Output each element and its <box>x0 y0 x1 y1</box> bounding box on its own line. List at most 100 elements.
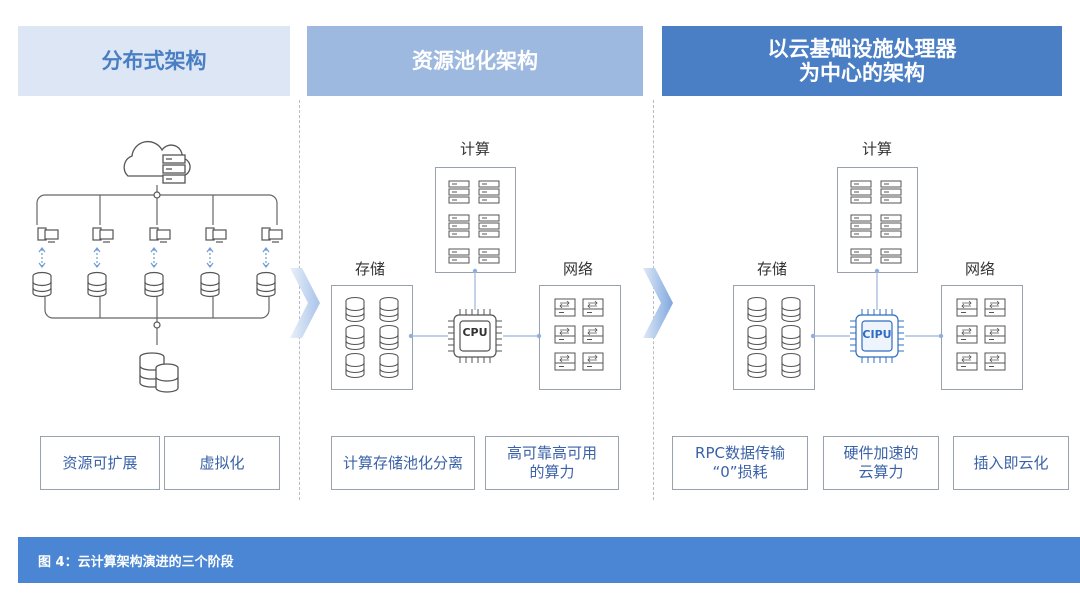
database-icon <box>32 271 52 298</box>
bidirectional-arrow-icon <box>262 247 270 268</box>
server-unit-icon <box>850 188 872 196</box>
header-distributed-text: 分布式架构 <box>101 49 207 73</box>
computer-icon <box>37 227 59 243</box>
storage-label: 存储 <box>756 260 787 278</box>
server-unit-icon <box>880 180 902 188</box>
cloud-diagram <box>747 180 1006 379</box>
header-pooled-text: 资源池化架构 <box>412 49 538 73</box>
database-icon <box>144 271 164 298</box>
header-cloud-infra: 以云基础设施处理器 为中心的架构 <box>662 26 1062 96</box>
server-unit-icon <box>478 248 500 256</box>
server-unit-icon <box>448 248 470 256</box>
server-unit-icon <box>880 196 902 204</box>
feature-plug-and-cloud: 插入即云化 <box>953 436 1069 490</box>
network-switch-icon <box>582 298 604 317</box>
database-icon <box>345 324 365 351</box>
header-pooled: 资源池化架构 <box>307 26 643 96</box>
server-unit-icon <box>478 214 500 222</box>
bidirectional-arrow-icon <box>93 247 101 268</box>
feature-text: 高可靠高可用 <box>506 444 597 462</box>
database-icon <box>747 324 767 351</box>
server-unit-icon <box>448 196 470 204</box>
database-icon <box>781 296 801 323</box>
feature-text: 虚拟化 <box>199 453 245 472</box>
database-icon <box>781 352 801 379</box>
database-icon <box>87 271 107 298</box>
server-unit-icon <box>850 180 872 188</box>
server-unit-icon <box>448 188 470 196</box>
cpu-chip-label: CPU <box>462 326 488 339</box>
database-icon <box>345 352 365 379</box>
feature-text: 硬件加速的 <box>843 444 919 462</box>
feature-text: 云算力 <box>858 463 904 481</box>
feature-text: 插入即云化 <box>973 453 1049 472</box>
feature-text: “0”损耗 <box>712 463 768 481</box>
server-unit-icon <box>880 222 902 230</box>
server-unit-icon <box>880 256 902 264</box>
compute-label: 计算 <box>861 140 892 158</box>
server-unit-icon <box>850 214 872 222</box>
feature-virtualization: 虚拟化 <box>164 436 280 490</box>
header-distributed: 分布式架构 <box>18 26 290 96</box>
server-unit-icon <box>478 196 500 204</box>
feature-text: RPC数据传输 <box>695 444 785 462</box>
server-unit-icon <box>850 248 872 256</box>
database-icon <box>747 296 767 323</box>
caption-text: 图 4：云计算架构演进的三个阶段 <box>38 554 234 570</box>
server-unit-icon <box>478 230 500 238</box>
chevron-right-icon <box>643 268 673 338</box>
server-unit-icon <box>850 222 872 230</box>
server-unit-icon <box>448 222 470 230</box>
cloud-server-icon <box>123 141 191 184</box>
database-icon <box>256 271 276 298</box>
feature-scalable: 资源可扩展 <box>40 436 160 490</box>
header-cloud-line1: 以云基础设施处理器 <box>767 37 957 61</box>
database-icon <box>747 352 767 379</box>
network-switch-icon <box>554 298 576 317</box>
network-switch-icon <box>554 352 576 371</box>
section-divider-1 <box>299 100 300 500</box>
bidirectional-arrow-icon <box>150 247 158 268</box>
computer-icon <box>205 227 227 243</box>
server-unit-icon <box>880 230 902 238</box>
database-icon <box>139 352 179 393</box>
database-icon <box>345 296 365 323</box>
feature-text: 资源可扩展 <box>62 453 138 472</box>
server-unit-icon <box>448 214 470 222</box>
figure-caption: 图 4：云计算架构演进的三个阶段 <box>18 537 1080 583</box>
feature-text: 的算力 <box>529 463 575 481</box>
server-unit-icon <box>478 222 500 230</box>
feature-rpc-zero-loss: RPC数据传输“0”损耗 <box>672 436 808 490</box>
chevron-right-icon <box>290 268 320 338</box>
section-divider-2 <box>653 100 654 500</box>
server-unit-icon <box>448 180 470 188</box>
network-switch-icon <box>956 325 978 344</box>
network-switch-icon <box>984 325 1006 344</box>
header-cloud-line2: 为中心的架构 <box>799 61 925 85</box>
server-unit-icon <box>880 214 902 222</box>
bidirectional-arrow-icon <box>38 247 46 268</box>
server-unit-icon <box>880 188 902 196</box>
computer-icon <box>92 227 114 243</box>
bidirectional-arrow-icon <box>206 247 214 268</box>
server-unit-icon <box>850 230 872 238</box>
server-unit-icon <box>448 230 470 238</box>
server-unit-icon <box>478 256 500 264</box>
feature-pool-separation: 计算存储池化分离 <box>331 436 475 490</box>
database-icon <box>379 324 399 351</box>
feature-hw-accelerated: 硬件加速的云算力 <box>823 436 939 490</box>
server-unit-icon <box>850 196 872 204</box>
cpu-chip-icon <box>448 309 502 363</box>
network-switch-icon <box>956 298 978 317</box>
storage-label: 存储 <box>354 260 385 278</box>
feature-reliable-compute: 高可靠高可用的算力 <box>485 436 619 490</box>
computer-icon <box>149 227 171 243</box>
server-unit-icon <box>880 248 902 256</box>
network-label: 网络 <box>562 260 593 278</box>
compute-label: 计算 <box>459 140 490 158</box>
network-switch-icon <box>554 325 576 344</box>
database-icon <box>379 296 399 323</box>
network-switch-icon <box>956 352 978 371</box>
database-icon <box>781 324 801 351</box>
distributed-diagram <box>32 141 283 393</box>
